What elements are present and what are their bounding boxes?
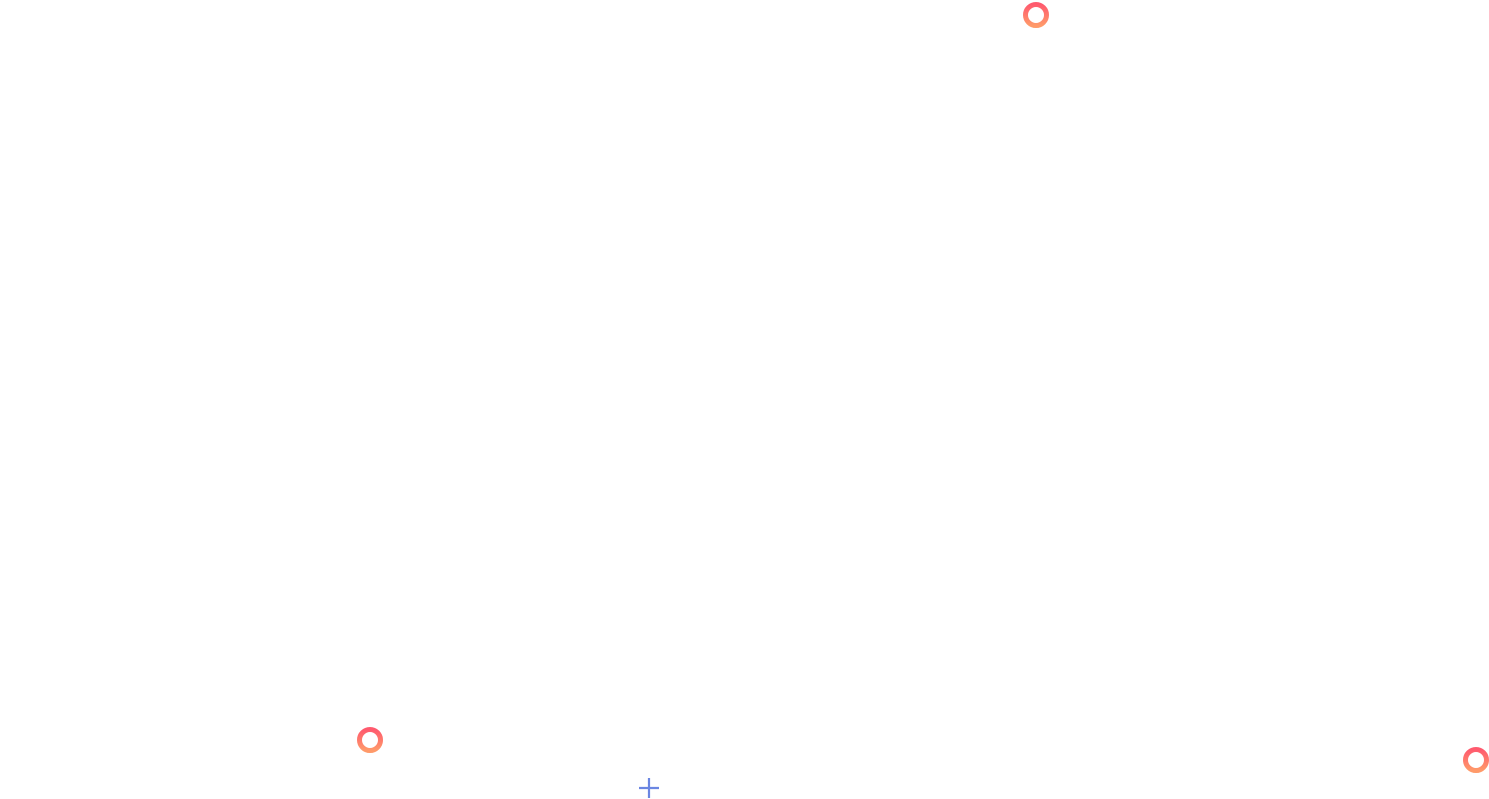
ring-marker-icon — [1023, 2, 1049, 28]
crosshair-plus-icon — [639, 778, 659, 798]
ring-marker-icon — [357, 727, 383, 753]
ring-marker-icon — [1463, 747, 1489, 773]
